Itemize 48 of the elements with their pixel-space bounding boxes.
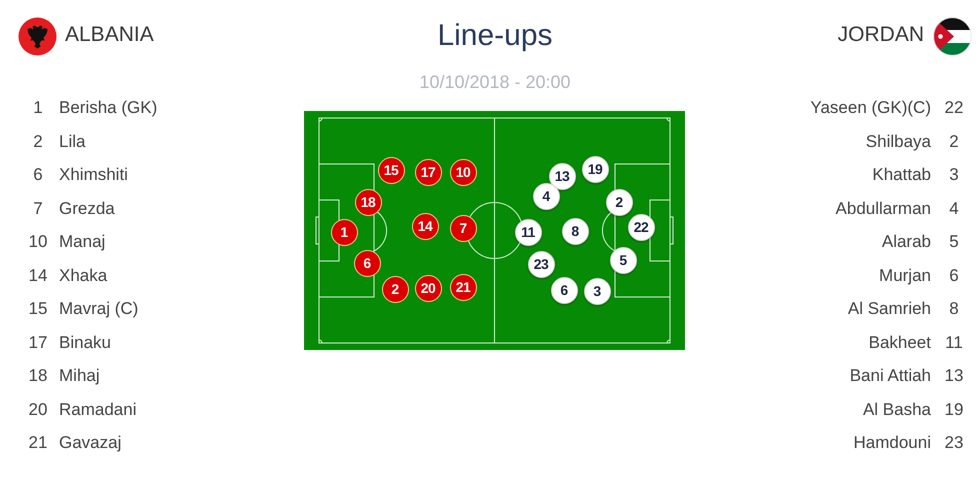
shirt-number: 2: [33, 132, 43, 152]
player-name: Lila: [59, 132, 86, 152]
player-name: Al Basha: [862, 400, 931, 420]
shirt-number: 23: [944, 433, 964, 453]
player-name: Hamdouni: [854, 433, 931, 453]
player-name: Murjan: [879, 266, 931, 286]
player-name: Bani Attiah: [850, 366, 931, 386]
player-name: Mihaj: [59, 366, 100, 386]
shirt-number: 22: [944, 98, 964, 118]
shirt-number: 5: [949, 232, 959, 252]
shirt-number: 4: [949, 198, 959, 218]
match-date: 10/10/2018 - 20:00: [419, 71, 571, 93]
player-name: Bakheet: [868, 332, 931, 352]
player-name: Xhaka: [59, 266, 108, 286]
player-name: Shilbaya: [866, 132, 931, 152]
player-name: Yaseen (GK)(C): [810, 98, 931, 118]
player-name: Abdullarman: [836, 198, 931, 218]
shirt-number: 21: [28, 433, 48, 453]
player-name: Alarab: [882, 232, 931, 252]
shirt-number: 11: [945, 332, 963, 352]
player-name: Gavazaj: [59, 433, 122, 453]
player-name: Berisha (GK): [59, 98, 158, 118]
player-name: Ramadani: [59, 400, 136, 420]
shirt-number: 6: [33, 165, 43, 185]
shirt-number: 18: [28, 366, 48, 386]
player-name: Xhimshiti: [59, 165, 128, 185]
player-name: Mavraj (C): [59, 299, 138, 319]
shirt-number: 13: [944, 366, 964, 386]
shirt-number: 10: [28, 232, 48, 252]
shirt-number: 20: [28, 400, 48, 420]
shirt-number: 2: [949, 132, 959, 152]
shirt-number: 6: [949, 266, 959, 286]
player-name: Manaj: [59, 232, 106, 252]
player-name: Al Samrieh: [848, 299, 931, 319]
shirt-number: 14: [28, 266, 48, 286]
shirt-number: 1: [33, 98, 43, 118]
shirt-number: 7: [33, 198, 43, 218]
title: Line-ups: [437, 18, 553, 54]
player-name: Khattab: [872, 165, 931, 185]
shirt-number: 3: [949, 165, 959, 185]
team-name: ALBANIA: [65, 22, 154, 48]
shirt-number: 8: [949, 299, 959, 319]
shirt-number: 17: [28, 332, 48, 352]
player-name: Binaku: [59, 332, 111, 352]
team-name: JORDAN: [838, 22, 924, 48]
player-name: Grezda: [59, 198, 115, 218]
shirt-number: 15: [28, 299, 48, 319]
shirt-number: 19: [944, 400, 964, 420]
